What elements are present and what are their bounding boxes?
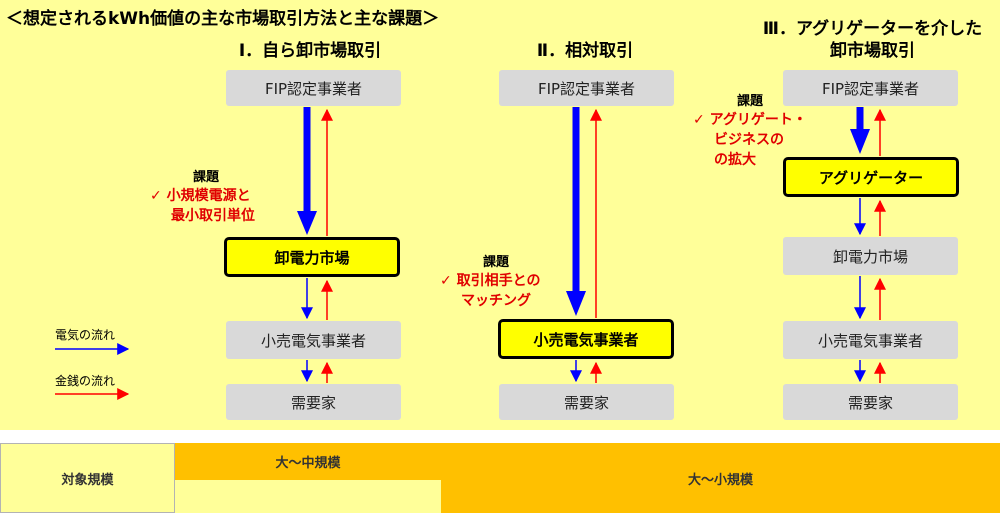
col1-issue-line-1: ✓ 小規模電源と	[150, 188, 251, 204]
column-1-header: Ⅰ．自ら卸市場取引	[205, 40, 415, 62]
page-title: ＜想定されるkWh価値の主な市場取引方法と主な課題＞	[6, 9, 440, 29]
col1-issue-title: 課題	[193, 170, 220, 185]
col3-consumer-box: 需要家	[783, 384, 958, 420]
col3-issue-title: 課題	[737, 94, 764, 109]
col2-issue-title: 課題	[483, 255, 510, 270]
col2-consumer-box: 需要家	[499, 384, 674, 420]
col3-issue-line-3: の拡大	[714, 152, 756, 168]
column-2-header: Ⅱ．相対取引	[480, 40, 690, 62]
col3-fip-box: FIP認定事業者	[783, 70, 958, 106]
col2-issue-body: ✓ 取引相手との マッチング	[440, 271, 540, 311]
col3-aggregator-box: アグリゲーター	[783, 157, 959, 197]
legend-money-label: 金銭の流れ	[55, 374, 116, 388]
column-1-header-line: Ⅰ．自ら卸市場取引	[238, 41, 382, 61]
col2-issue-line-2: マッチング	[461, 293, 531, 309]
col1-consumer-box: 需要家	[226, 384, 401, 420]
scale-large-to-medium-bar: 大～中規模	[175, 443, 441, 480]
col1-wholesale-market-box: 卸電力市場	[224, 237, 400, 277]
scale-large-to-small-bar: 大～小規模	[441, 443, 1000, 513]
col1-issue-line-2: 最小取引単位	[171, 208, 255, 224]
col3-issue-line-1: ✓ アグリゲート・	[693, 112, 807, 128]
col1-fip-box: FIP認定事業者	[226, 70, 401, 106]
col2-retailer-box: 小売電気事業者	[498, 319, 674, 359]
column-3-header: Ⅲ．アグリゲーターを介した 卸市場取引	[750, 18, 995, 62]
column-3-header-line-1: Ⅲ．アグリゲーターを介した	[762, 19, 983, 39]
scale-large-to-medium-pale	[175, 480, 441, 513]
col3-retailer-box: 小売電気事業者	[783, 321, 958, 359]
col1-issue-body: ✓ 小規模電源と 最小取引単位	[150, 186, 255, 226]
col3-issue-line-2: ビジネスの	[714, 132, 784, 148]
column-3-header-line-2: 卸市場取引	[830, 41, 915, 61]
col1-retailer-box: 小売電気事業者	[226, 321, 401, 359]
scale-label-cell: 対象規模	[0, 443, 175, 513]
col3-wholesale-market-box: 卸電力市場	[783, 237, 958, 275]
col2-issue-line-1: ✓ 取引相手との	[440, 273, 541, 289]
legend-electricity-label: 電気の流れ	[55, 328, 116, 342]
column-2-header-line: Ⅱ．相対取引	[536, 41, 634, 61]
col2-fip-box: FIP認定事業者	[499, 70, 674, 106]
col3-issue-body: ✓ アグリゲート・ ビジネスの の拡大	[693, 110, 807, 170]
